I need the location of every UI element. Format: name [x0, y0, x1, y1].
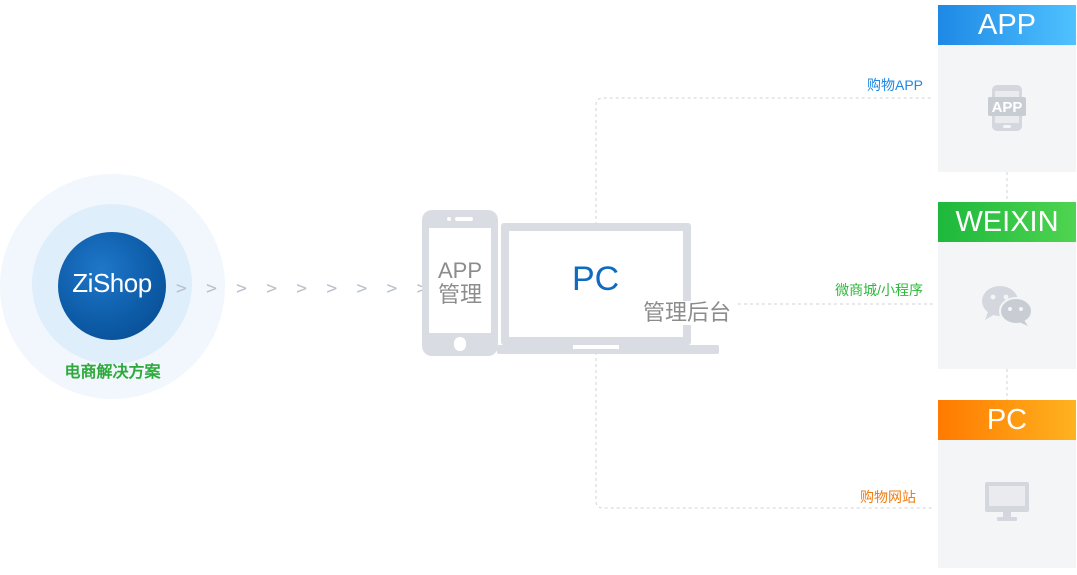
channel-card-app: APP APP: [938, 5, 1076, 172]
phone-app-icon: APP: [988, 85, 1026, 131]
backend-label: 管理后台: [639, 301, 736, 325]
channel-card-weixin: WEIXIN: [938, 202, 1076, 369]
hub-subtitle: 电商解决方案: [64, 364, 161, 381]
monitor-icon: [985, 482, 1029, 521]
channel-card-pc: PC: [938, 400, 1076, 568]
wechat-icon: [982, 286, 1033, 326]
app-admin-line1: APP: [437, 258, 483, 283]
hub-logo-circle: [58, 232, 166, 340]
app-admin-line2: 管理: [437, 282, 482, 307]
channel-title-app: APP: [938, 5, 1076, 45]
app-admin-label: APP 管理: [429, 259, 491, 307]
connector-label-weixin: 微商城/小程序: [835, 282, 923, 298]
channel-title-pc: PC: [938, 400, 1076, 440]
connector-label-app: 购物APP: [866, 77, 923, 93]
pc-admin-label: PC: [572, 260, 620, 298]
channel-title-weixin: WEIXIN: [938, 202, 1076, 242]
phone-device-icon: [422, 210, 498, 356]
hub-name: ZiShop: [72, 268, 152, 298]
connector-label-pc: 购物网站: [860, 489, 916, 505]
phone-app-icon-text: APP: [992, 99, 1023, 116]
